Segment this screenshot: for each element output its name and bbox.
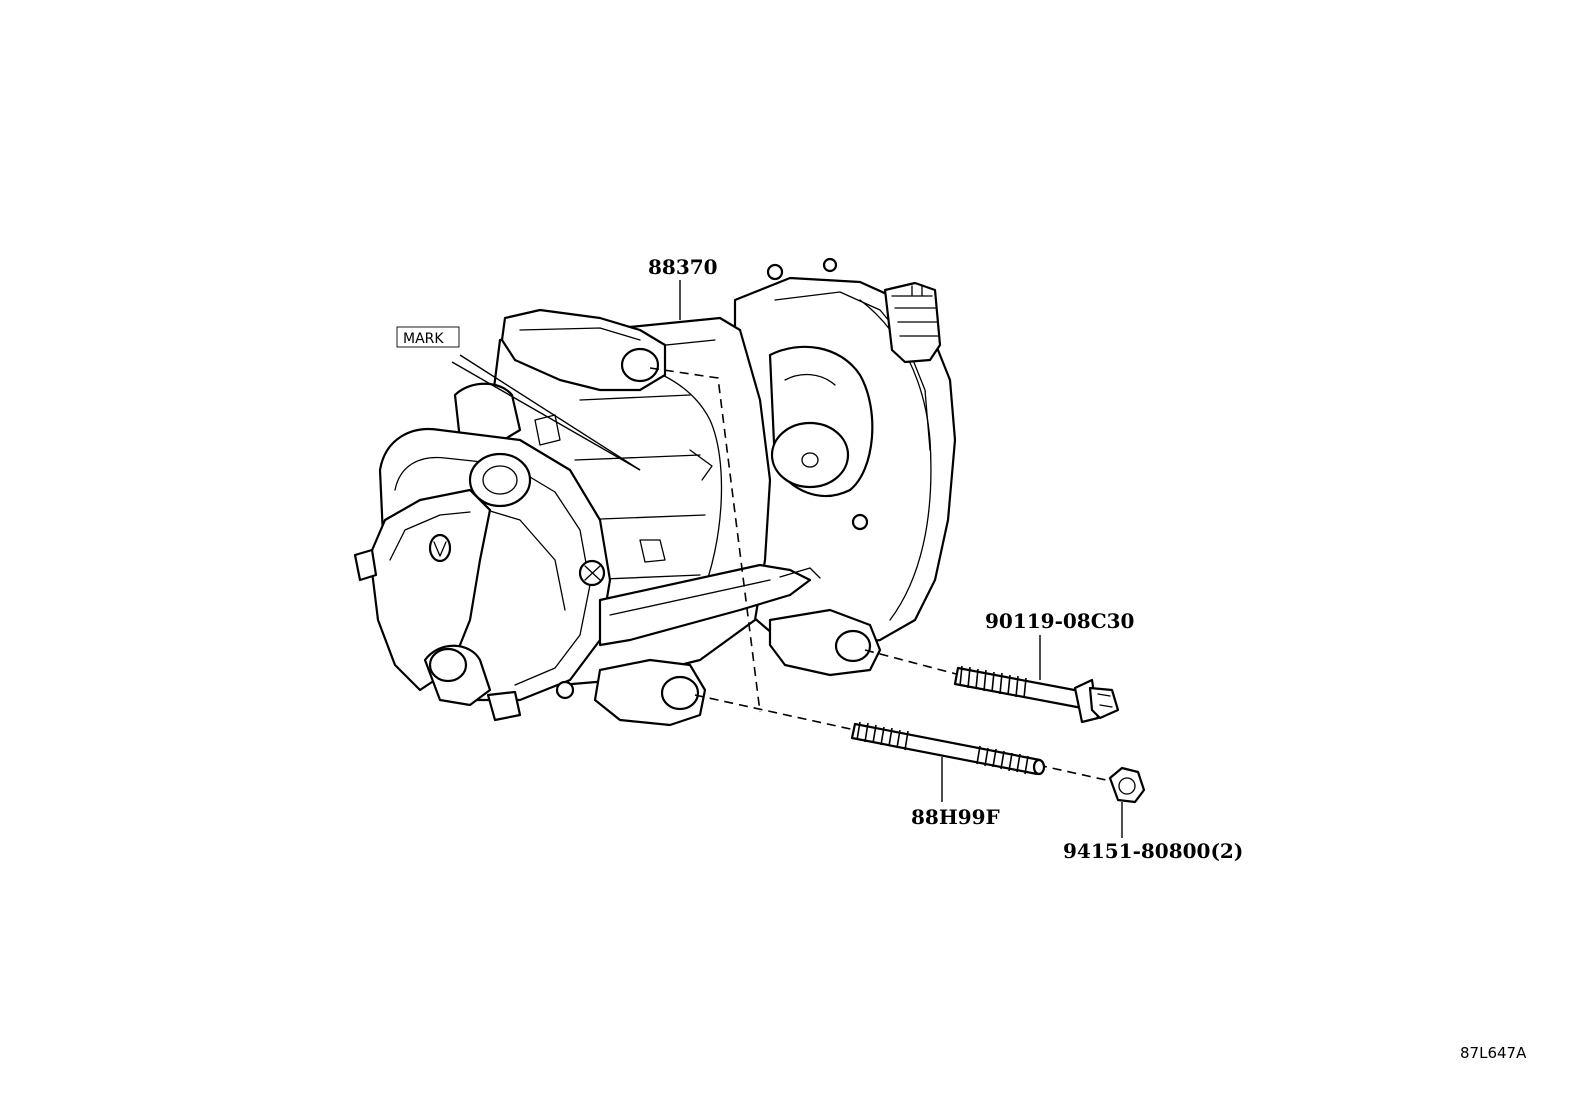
compressor-assembly: [353, 257, 957, 727]
upper-bolt-callout: 90119-08C30: [985, 609, 1134, 680]
upper-bolt-dashed-path: [649, 367, 761, 713]
mark-leader-line-2: [451, 361, 641, 471]
body-bolt: [578, 559, 606, 587]
mark-box: [396, 326, 460, 348]
nut-callout: 94151-80800(2): [1063, 802, 1243, 863]
nut-part-number: 94151-80800(2): [1063, 839, 1243, 863]
compressor-callout: 88370: [648, 255, 718, 320]
mark-callout: MARK: [396, 326, 641, 471]
assembly-lines: [649, 367, 1116, 783]
upper-bolt-dashed-line: [864, 649, 961, 676]
stud-bolt-part-number: 88H99F: [911, 805, 1000, 829]
upper-bolt-part-number: 90119-08C30: [985, 609, 1134, 633]
stud-bolt-callout: 88H99F: [911, 757, 1000, 829]
electrical-connector: [883, 281, 942, 364]
stud-bolt: [850, 721, 1046, 776]
stud-dashed-line: [694, 694, 856, 731]
mark-leader-line-1: [459, 354, 641, 471]
mark-label: MARK: [403, 331, 444, 347]
catalog-code: 87L647A: [1460, 1044, 1527, 1062]
upper-bolt: [953, 665, 1120, 724]
nut-dashed-line: [1037, 764, 1116, 783]
nut: [1108, 766, 1146, 804]
compressor-part-number: 88370: [648, 255, 718, 279]
